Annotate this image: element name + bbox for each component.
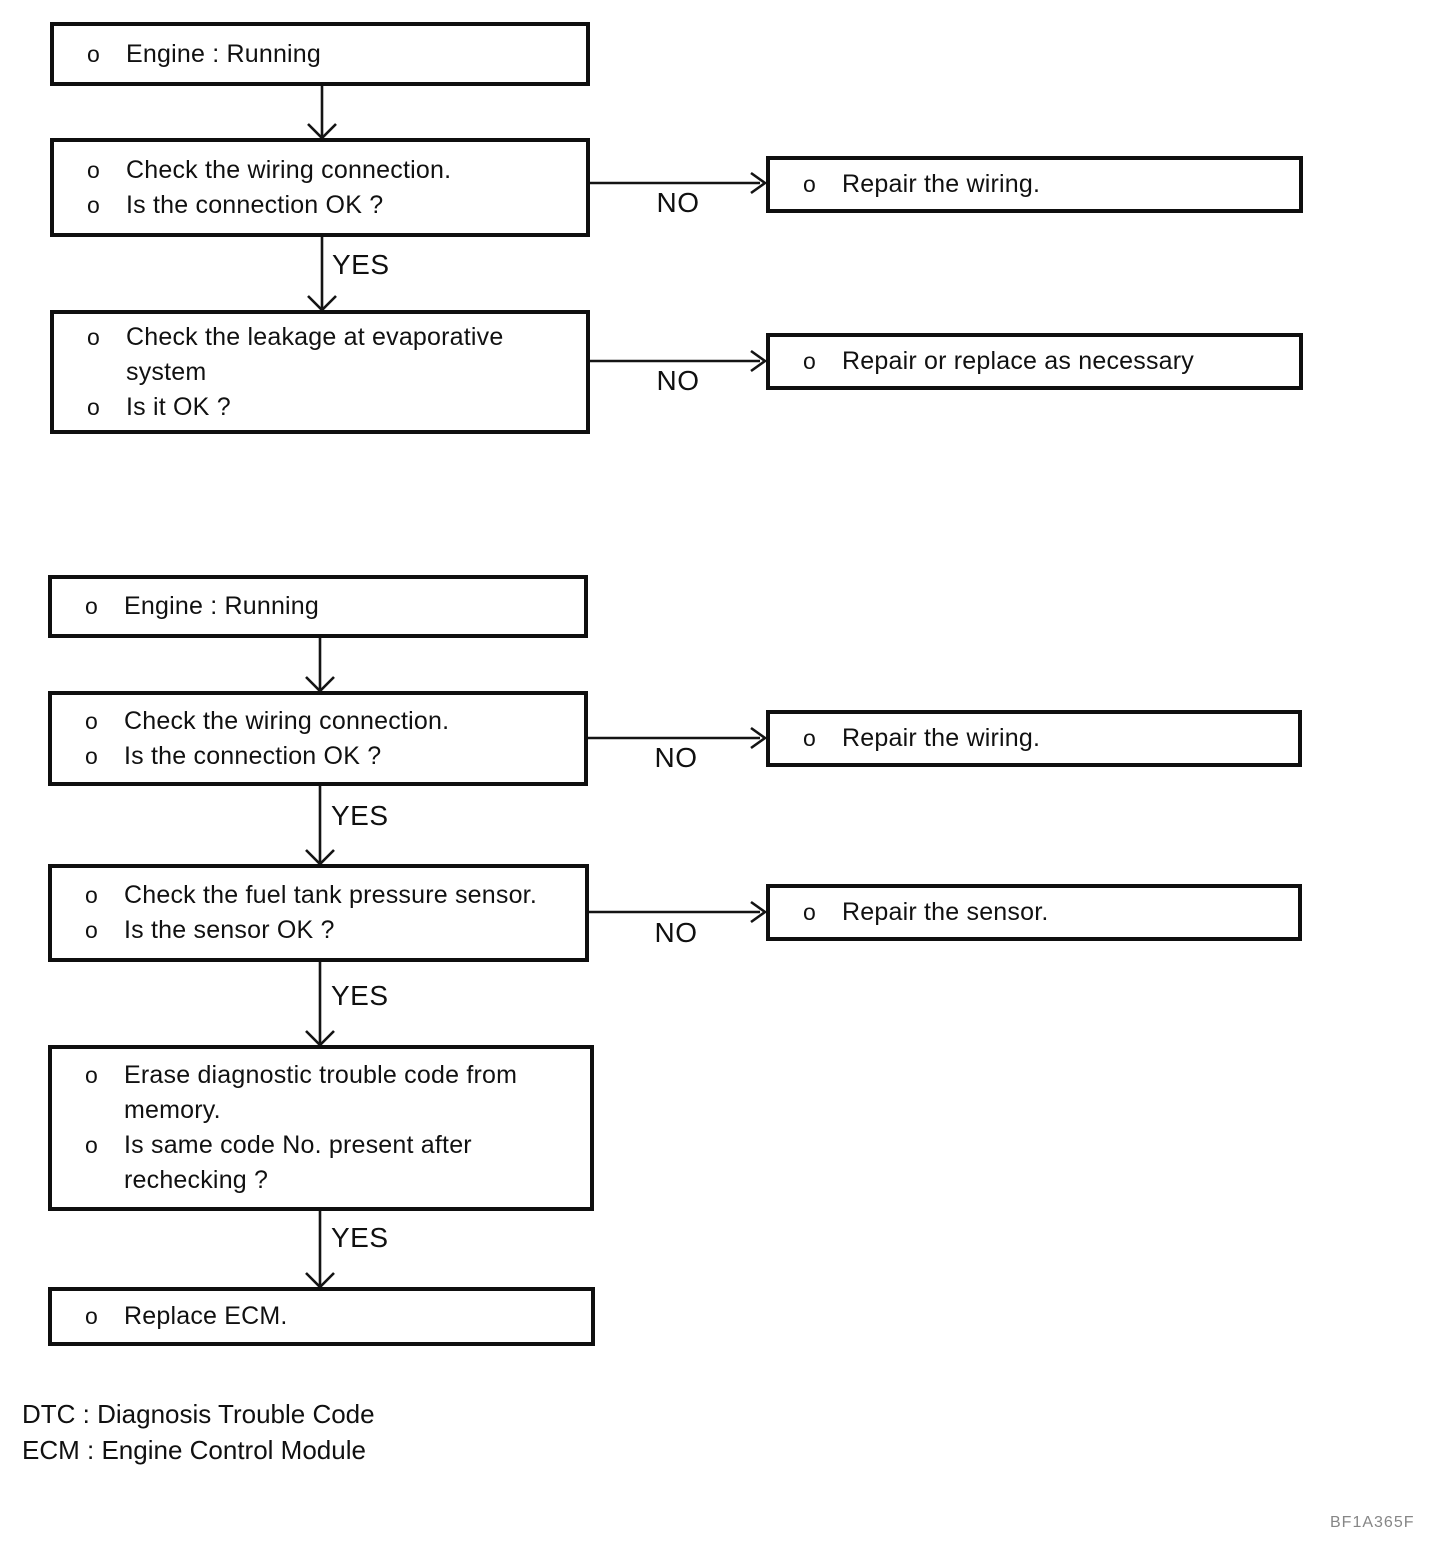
bullet-marker: o [85,1062,98,1088]
node-check-wiring-1: o Check the wiring connection. o Is the … [50,138,590,237]
node-text: Repair or replace as necessary [842,347,1194,375]
node-text: Check the wiring connection. [124,706,450,735]
bullet-marker: o [87,323,100,350]
node-text-line: o Is the sensor OK ? [85,913,579,948]
node-text: Erase diagnostic trouble code from [124,1061,518,1089]
node-text-line: o Repair or replace as necessary [803,344,1293,379]
bullet-marker: o [803,171,816,197]
node-text-line: o Check the wiring connection. [87,153,580,188]
legend-ecm: ECM : Engine Control Module [22,1435,366,1465]
node-text-line: o Engine : Running [85,589,578,624]
node-text: memory. [124,1096,221,1124]
node-text: Engine : Running [126,39,322,68]
node-text: Is the connection OK ? [124,741,382,770]
node-check-fuel-tank-pressure-sensor: o Check the fuel tank pressure sensor. o… [48,864,589,962]
node-text-line: o Repair the wiring. [803,167,1293,202]
node-engine-running-1: o Engine : Running [50,22,590,86]
node-erase-dtc: o Erase diagnostic trouble code from mem… [48,1045,594,1211]
bullet-marker: o [87,191,100,218]
node-text: Is the sensor OK ? [124,916,335,944]
node-check-wiring-2: o Check the wiring connection. o Is the … [48,691,588,786]
figure-code: BF1A365F [1330,1514,1415,1531]
legend: DTC : Diagnosis Trouble Code ECM : Engin… [22,1396,375,1468]
node-text-line: o Repair the sensor. [803,895,1292,930]
node-text: Replace ECM. [124,1302,288,1330]
node-repair-wiring-2: o Repair the wiring. [766,710,1302,767]
bullet-marker: o [87,156,100,183]
bullet-marker: o [85,882,98,908]
bullet-marker: o [85,742,98,769]
node-text-line: rechecking ? [85,1163,584,1198]
node-text: Repair the wiring. [842,170,1041,198]
node-text: Engine : Running [124,592,320,620]
node-replace-ecm: o Replace ECM. [48,1287,595,1346]
node-text-line: o Check the wiring connection. [85,704,578,739]
node-text-line: memory. [85,1093,584,1128]
bullet-marker: o [85,707,98,734]
bullet-marker: o [803,725,816,751]
label-yes: YES [331,1222,389,1253]
bullet-marker: o [803,348,816,374]
label-no: NO [654,917,698,948]
label-no: NO [656,187,700,218]
node-text-line: o Is same code No. present after [85,1128,584,1163]
bullet-marker: o [85,593,98,619]
node-engine-running-2: o Engine : Running [48,575,588,638]
bullet-marker: o [87,393,100,420]
node-text-line: o Replace ECM. [85,1299,585,1334]
node-text: Check the wiring connection. [126,155,452,184]
node-text: Repair the wiring. [842,724,1041,752]
node-text: Is it OK ? [126,392,231,421]
legend-dtc: DTC : Diagnosis Trouble Code [22,1399,375,1429]
node-text: Check the fuel tank pressure sensor. [124,881,537,909]
label-yes: YES [331,800,389,831]
node-text: Repair the sensor. [842,898,1049,926]
node-text-line: o Is the connection OK ? [87,188,580,223]
label-yes: YES [331,980,389,1011]
node-text-line: o Is it OK ? [87,390,580,425]
node-repair-or-replace: o Repair or replace as necessary [766,333,1303,390]
label-no: NO [656,365,700,396]
bullet-marker: o [85,917,98,943]
bullet-marker: o [85,1303,98,1329]
node-repair-sensor: o Repair the sensor. [766,884,1302,941]
node-text-line: o Erase diagnostic trouble code from [85,1058,584,1093]
node-text-line: o Check the fuel tank pressure sensor. [85,878,579,913]
bullet-marker: o [85,1132,98,1158]
node-text-line: o Repair the wiring. [803,721,1292,756]
node-check-leakage: o Check the leakage at evaporative syste… [50,310,590,434]
node-text-line: o Is the connection OK ? [85,739,578,774]
node-text: Check the leakage at evaporative [126,322,504,351]
label-yes: YES [332,249,390,280]
node-text: system [126,357,207,386]
node-text-line: o Engine : Running [87,37,580,72]
bullet-marker: o [87,40,100,67]
label-no: NO [654,742,698,773]
node-text: Is the connection OK ? [126,190,384,219]
node-repair-wiring-1: o Repair the wiring. [766,156,1303,213]
node-text: rechecking ? [124,1166,269,1194]
bullet-marker: o [803,899,816,925]
node-text-line: o Check the leakage at evaporative [87,320,580,355]
node-text: Is same code No. present after [124,1131,472,1159]
node-text-line: system [87,355,580,390]
